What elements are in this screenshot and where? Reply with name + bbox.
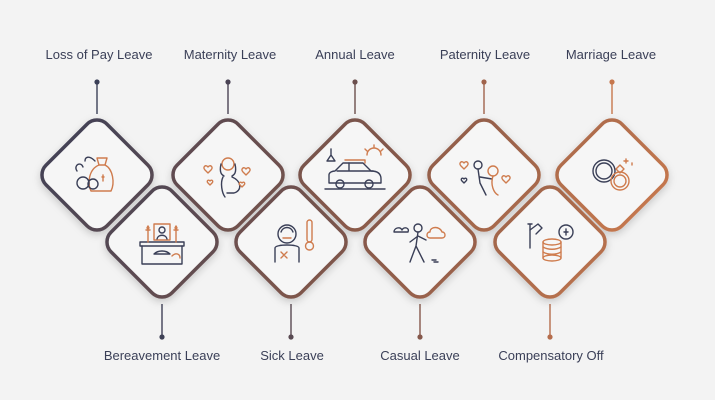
connector-dot: [417, 334, 423, 340]
label-bereavement: Bereavement Leave: [103, 348, 221, 363]
label-loss-of-pay: Loss of Pay Leave: [45, 47, 153, 62]
diamond-casual: [363, 185, 477, 299]
label-compensatory: Compensatory Off: [498, 348, 604, 363]
connector-dot: [159, 334, 165, 340]
label-annual: Annual Leave: [315, 47, 395, 62]
sick-person-thermometer-icon: [274, 219, 315, 263]
pregnant-woman-icon: [203, 157, 251, 198]
connector-dot: [481, 79, 487, 85]
label-paternity: Paternity Leave: [439, 47, 531, 62]
connector-dot: [547, 334, 553, 340]
coins-hand-icon: [527, 223, 574, 262]
diamond-loss-of-pay: [40, 118, 154, 232]
memorial-altar-icon: [139, 223, 185, 265]
connectors: [94, 79, 615, 340]
label-maternity: Maternity Leave: [183, 47, 277, 62]
walking-person-icon: [393, 223, 446, 263]
diamond-paternity: [427, 118, 541, 232]
connector-dot: [225, 79, 231, 85]
car-trip-icon: [324, 144, 386, 190]
diamond-compensatory: [493, 185, 607, 299]
connector-dot: [609, 79, 615, 85]
label-marriage: Marriage Leave: [565, 47, 657, 62]
diamond-chain: [40, 118, 669, 299]
wedding-rings-icon: [592, 158, 633, 191]
connector-dot: [288, 334, 294, 340]
connector-dot: [94, 79, 100, 85]
diamond-annual: [298, 118, 412, 232]
diamond-maternity: [171, 118, 285, 232]
money-bag-icon: [75, 156, 114, 192]
connector-dot: [352, 79, 358, 85]
father-child-icon: [459, 160, 511, 196]
label-sick: Sick Leave: [260, 348, 324, 363]
label-casual: Casual Leave: [380, 348, 460, 363]
diamond-marriage: [555, 118, 669, 232]
